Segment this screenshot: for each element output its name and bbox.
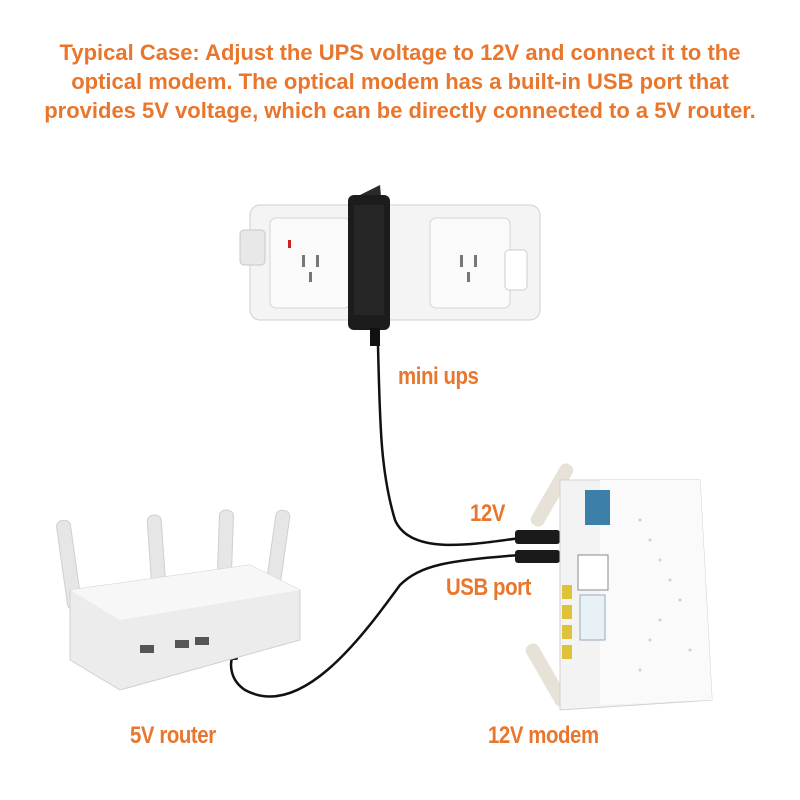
power-strip — [239, 204, 541, 321]
label-5v-router: 5V router — [130, 722, 216, 749]
label-12v-modem: 12V modem — [488, 722, 599, 749]
ups-to-modem-cable — [376, 345, 521, 547]
label-mini-ups: mini ups — [398, 363, 479, 390]
router-device — [56, 509, 301, 691]
mini-ups-device — [348, 185, 390, 346]
label-usb-port: USB port — [446, 574, 531, 601]
headline: Typical Case: Adjust the UPS voltage to … — [44, 40, 756, 123]
label-12v: 12V — [470, 500, 506, 527]
modem-device — [525, 463, 713, 711]
cables — [229, 345, 521, 698]
usb-to-router-cable — [229, 553, 521, 698]
